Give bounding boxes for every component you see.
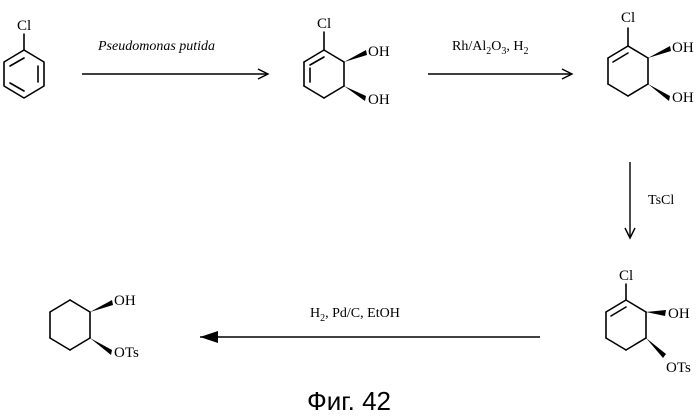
compound-chlorobenzene: Cl xyxy=(4,18,44,98)
tosylate-label: OTs xyxy=(114,345,139,361)
reagent-pseudomonas: Pseudomonas putida xyxy=(97,39,215,54)
reaction-arrow-4: H2, Pd/C, EtOH xyxy=(200,306,540,343)
chloro-label: Cl xyxy=(621,10,635,26)
reagent-rh-alumina: Rh/Al2O3, H2 xyxy=(452,39,528,57)
compound-cis-diol-diene: Cl OH OH xyxy=(304,16,390,108)
reagent-tscl: TsCl xyxy=(648,193,674,208)
reaction-arrow-2: Rh/Al2O3, H2 xyxy=(428,39,572,79)
chloro-label: Cl xyxy=(619,268,633,284)
hydroxyl-label: OH xyxy=(368,92,390,108)
chloro-label: Cl xyxy=(17,18,31,34)
compound-cis-diol-cyclohexene: Cl OH OH xyxy=(608,10,694,106)
compound-tosylate-cyclohexene: Cl OH OTs xyxy=(606,268,691,376)
hydroxyl-label: OH xyxy=(668,306,690,322)
figure-caption: Фиг. 42 xyxy=(307,386,391,416)
compound-cyclohexane-tosylate: OH OTs xyxy=(50,293,139,361)
hydroxyl-label: OH xyxy=(672,90,694,106)
reaction-arrow-3: TsCl xyxy=(625,162,674,238)
chloro-label: Cl xyxy=(317,16,331,32)
hydroxyl-label: OH xyxy=(368,44,390,60)
reagent-hydrogenation: H2, Pd/C, EtOH xyxy=(310,306,400,324)
tosylate-label: OTs xyxy=(666,360,691,376)
hydroxyl-label: OH xyxy=(672,40,694,56)
hydroxyl-label: OH xyxy=(114,293,136,309)
reaction-arrow-1: Pseudomonas putida xyxy=(82,39,268,79)
